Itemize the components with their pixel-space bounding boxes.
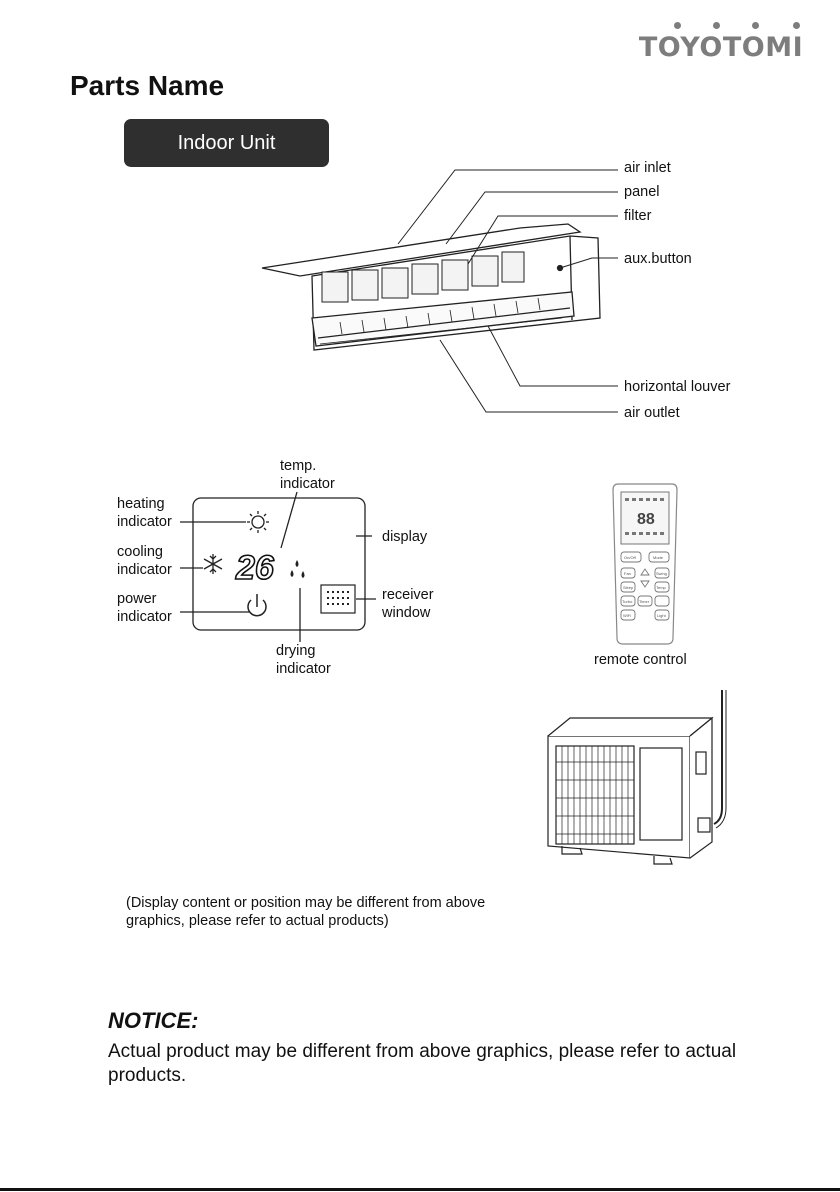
foot-left <box>561 846 583 855</box>
grille-bars <box>556 746 634 844</box>
remote-label-sleep: Sleep <box>623 585 634 590</box>
remote-button-temp[interactable] <box>654 581 670 593</box>
remote-control-illustration: 88 On/Off Mode Fan Swing Sleep Temp Turb… <box>612 483 678 645</box>
logo-text: TOYOTOMI <box>638 32 804 63</box>
label-display: display <box>382 529 428 545</box>
refrigerant-pipe <box>713 690 723 825</box>
footer-divider <box>0 1188 840 1191</box>
remote-label-mode: Mode <box>653 555 664 560</box>
remote-label-onoff: On/Off <box>624 555 637 560</box>
remote-caption: remote control <box>594 652 687 668</box>
temp-down-icon[interactable] <box>640 580 650 588</box>
disclaimer-text: (Display content or position may be diff… <box>126 895 486 929</box>
filter-grid <box>321 251 525 303</box>
power-icon <box>247 594 267 617</box>
label-heating-indicator: heating indicator <box>117 496 172 530</box>
remote-button-onoff[interactable] <box>620 551 642 563</box>
remote-button-turbo[interactable] <box>620 595 636 607</box>
label-aux-button: aux.button <box>624 251 692 267</box>
label-temp-indicator: temp. indicator <box>280 458 335 492</box>
water-drop-icon <box>290 560 305 578</box>
remote-lcd-icons <box>625 498 664 535</box>
label-panel: panel <box>624 184 660 200</box>
notice-text: Actual product may be different from abo… <box>108 1041 737 1086</box>
remote-button-timer[interactable] <box>637 595 653 607</box>
louver-line <box>319 317 563 345</box>
outdoor-body-top <box>547 717 714 737</box>
temp-digits: 26 <box>235 549 275 587</box>
label-horizontal-louver: horizontal louver <box>624 379 731 395</box>
display-panel-illustration: 26 <box>180 491 376 642</box>
notice-title: NOTICE: <box>108 1008 199 1033</box>
remote-label-turbo: Turbo <box>622 599 633 604</box>
logo-dot <box>674 22 681 29</box>
air-outlet-shape <box>311 291 575 347</box>
remote-button-clean[interactable] <box>654 595 670 607</box>
leader-air-inlet <box>397 169 618 245</box>
remote-label-timer: Timer <box>639 599 650 604</box>
remote-lcd-digits: 88 <box>637 511 655 528</box>
valve-block <box>697 817 711 833</box>
logo-dot <box>752 22 759 29</box>
remote-button-mode[interactable] <box>648 551 670 563</box>
temp-up-icon[interactable] <box>640 568 650 576</box>
leader-horizontal-louver <box>487 325 618 387</box>
remote-label-fan: Fan <box>624 571 631 576</box>
horizontal-louver-shape <box>317 307 571 339</box>
indoor-unit-illustration <box>261 169 618 413</box>
remote-label-swing: Swing <box>656 571 667 576</box>
label-power-indicator: power indicator <box>117 591 172 625</box>
label-drying-indicator: drying indicator <box>276 643 331 677</box>
leader-aux-button <box>559 257 618 269</box>
label-receiver-window: receiver window <box>382 587 434 621</box>
page-title: Parts Name <box>70 70 225 101</box>
refrigerant-pipe-outer <box>715 690 727 829</box>
brand-logo: TOYOTOMI <box>636 20 806 64</box>
leader-filter <box>467 215 618 265</box>
remote-label-wifi: WiFi <box>623 613 631 618</box>
receiver-dots <box>327 591 349 605</box>
remote-button-light[interactable] <box>654 609 670 621</box>
service-cover <box>695 751 707 775</box>
remote-button-wifi[interactable] <box>620 609 636 621</box>
remote-button-swing[interactable] <box>654 567 670 579</box>
label-cooling-indicator: cooling indicator <box>117 544 172 578</box>
outdoor-body-side <box>689 716 713 859</box>
logo-dot <box>713 22 720 29</box>
label-filter: filter <box>624 208 652 224</box>
sun-icon <box>247 511 269 533</box>
snowflake-icon <box>203 554 223 574</box>
vertical-vanes <box>339 297 541 335</box>
remote-button-fan[interactable] <box>620 567 636 579</box>
remote-arrow-keys[interactable] <box>640 568 650 588</box>
logo-dot <box>793 22 800 29</box>
label-air-inlet: air inlet <box>624 160 671 176</box>
leader-air-outlet <box>439 339 618 413</box>
leader-temp <box>280 491 298 549</box>
front-panel-shape <box>261 223 582 277</box>
outdoor-side-panel <box>639 747 683 841</box>
section-badge: Indoor Unit <box>124 119 329 167</box>
remote-button-sleep[interactable] <box>620 581 636 593</box>
leader-panel <box>445 191 618 245</box>
remote-label-light: Light <box>657 613 667 618</box>
foot-right <box>653 856 673 865</box>
label-air-outlet: air outlet <box>624 405 680 421</box>
remote-label-temp: Temp <box>656 585 667 590</box>
outdoor-unit-illustration <box>547 690 727 865</box>
